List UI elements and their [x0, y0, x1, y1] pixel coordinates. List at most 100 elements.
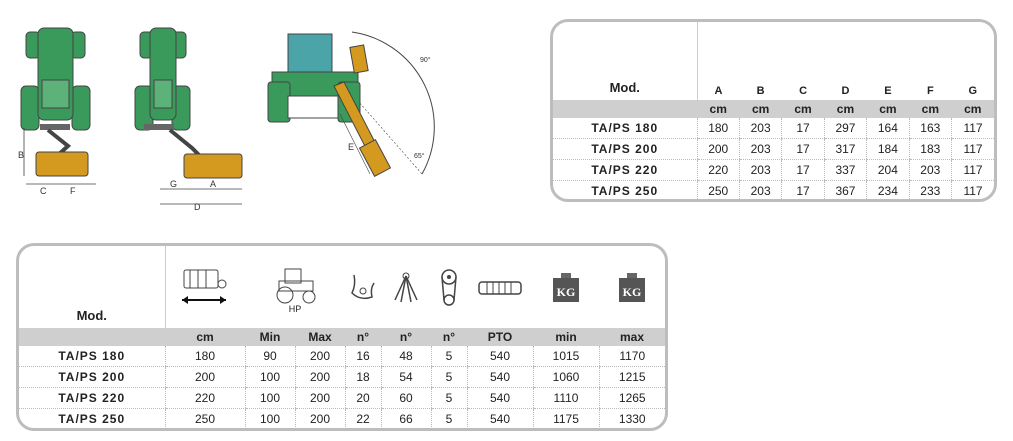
kg-label-max: KG [623, 285, 642, 299]
dims-cell: 203 [738, 180, 782, 199]
table-row: TA/PS 200 200 100 200 18 54 5 540 1060 1… [19, 366, 665, 388]
dims-cell: 183 [908, 138, 952, 160]
spec-cell: 220 [164, 387, 245, 409]
dim-label-d: D [194, 202, 201, 212]
dims-cell: 184 [866, 138, 910, 160]
dims-cell: 17 [781, 138, 825, 160]
dim-label-b: B [18, 150, 24, 160]
dims-unit: cm [739, 100, 782, 118]
dims-unit: cm [697, 100, 740, 118]
spec-unit: cm [165, 328, 245, 346]
dims-unit: cm [909, 100, 952, 118]
dims-cell: 117 [951, 138, 994, 160]
dims-model-name: TA/PS 220 [553, 159, 697, 181]
weight-min-icon: KG [533, 246, 599, 328]
dims-unit: cm [824, 100, 867, 118]
dims-model-header: Mod. [609, 80, 640, 95]
dims-cell: 367 [823, 180, 867, 199]
spec-cell: 1175 [532, 408, 599, 428]
dims-cell: 250 [696, 180, 740, 199]
dims-unit: cm [951, 100, 994, 118]
spec-cell: 90 [244, 346, 295, 367]
spec-cell: 100 [244, 387, 295, 409]
dim-label-f: F [70, 186, 76, 196]
dim-letter-d: D [841, 85, 850, 97]
dim-label-a: A [210, 179, 216, 189]
hammer-blade-icon [345, 246, 381, 328]
dims-cell: 180 [696, 118, 740, 139]
dims-model-name: TA/PS 250 [553, 180, 697, 199]
spec-cell: 1060 [532, 366, 599, 388]
flail-knives-icon [381, 246, 431, 328]
kg-label-min: KG [557, 285, 576, 299]
table-row: TA/PS 180 180 90 200 16 48 5 540 1015 11… [19, 346, 665, 367]
spec-cell: 60 [380, 387, 431, 409]
spec-cell: 100 [244, 366, 295, 388]
dims-cell: 233 [908, 180, 952, 199]
dims-cell: 117 [951, 118, 994, 139]
dims-cell: 117 [951, 180, 994, 199]
spec-model-name: TA/PS 220 [19, 387, 165, 409]
spec-cell: 5 [430, 387, 467, 409]
spec-unit: n° [381, 328, 431, 346]
spec-model-name: TA/PS 250 [19, 408, 165, 428]
dims-cell: 164 [866, 118, 910, 139]
spec-cell: 1110 [532, 387, 599, 409]
spec-cell: 1265 [598, 387, 665, 409]
dim-letter-c: C [799, 85, 808, 97]
dims-cell: 200 [696, 138, 740, 160]
spec-cell: 100 [244, 408, 295, 428]
spec-cell: 200 [294, 366, 345, 388]
table-row: TA/PS 220 220 203 17 337 204 203 117 [553, 159, 994, 181]
spec-model-name: TA/PS 200 [19, 366, 165, 388]
angle-label-65: 65° [414, 152, 425, 160]
dims-unit: cm [781, 100, 825, 118]
dims-cell: 204 [866, 159, 910, 181]
dim-letter-g: G [968, 85, 978, 97]
dims-cell: 203 [738, 138, 782, 160]
dims-cell: 297 [823, 118, 867, 139]
spec-unit-row: cm Min Max n° n° n° PTO min max [19, 328, 665, 346]
dims-cell: 163 [908, 118, 952, 139]
spec-cell: 66 [380, 408, 431, 428]
dims-unit-row: cm cm cm cm cm cm cm [553, 100, 994, 118]
spec-cell: 54 [380, 366, 431, 388]
table-row: TA/PS 220 220 100 200 20 60 5 540 1110 1… [19, 387, 665, 409]
spec-cell: 16 [344, 346, 381, 367]
dims-cell: 220 [696, 159, 740, 181]
dim-letter-a: A [696, 22, 740, 100]
dims-unit: cm [866, 100, 910, 118]
hp-label: HP [288, 303, 302, 314]
dims-cell: 203 [738, 118, 782, 139]
spec-cell: 1215 [598, 366, 665, 388]
spec-cell: 180 [164, 346, 245, 367]
spec-model-name: TA/PS 180 [19, 346, 165, 367]
dim-letter-f: F [926, 85, 934, 97]
spec-cell: 1015 [532, 346, 599, 367]
mower-width-icon [164, 246, 245, 328]
pto-shaft-icon [467, 246, 533, 328]
spec-cell: 540 [466, 387, 533, 409]
tractor-diagram-angle: E 90° 65° [267, 31, 435, 178]
spec-cell: 540 [466, 346, 533, 367]
dims-cell: 17 [781, 180, 825, 199]
spec-unit: max [599, 328, 665, 346]
table-row: TA/PS 180 180 203 17 297 164 163 117 [553, 118, 994, 139]
dims-model-name: TA/PS 200 [553, 138, 697, 160]
belt-drive-icon [431, 246, 467, 328]
dims-cell: 203 [738, 159, 782, 181]
spec-unit: Max [295, 328, 345, 346]
spec-cell: 540 [466, 408, 533, 428]
angle-label-90: 90° [420, 56, 431, 64]
spec-cell: 200 [294, 346, 345, 367]
spec-cell: 20 [344, 387, 381, 409]
spec-unit: Min [245, 328, 295, 346]
spec-model-header: Mod. [76, 308, 107, 323]
spec-cell: 200 [294, 408, 345, 428]
spec-cell: 200 [164, 366, 245, 388]
spec-unit: PTO [467, 328, 533, 346]
weight-max-icon: KG [599, 246, 665, 328]
dims-cell: 17 [781, 159, 825, 181]
table-row: TA/PS 250 250 100 200 22 66 5 540 1175 1… [19, 408, 665, 428]
spec-cell: 540 [466, 366, 533, 388]
